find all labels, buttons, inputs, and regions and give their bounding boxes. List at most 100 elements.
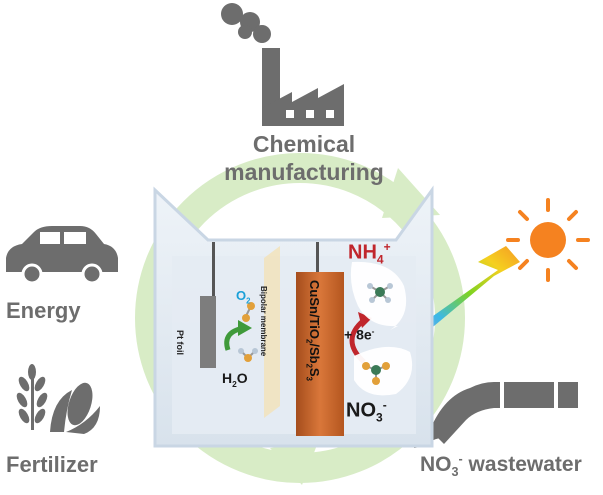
sun-ray — [518, 210, 529, 221]
wheat-grain — [16, 392, 28, 408]
nh4-molecule — [367, 283, 393, 303]
cathode-label: CuSn/TiO2/Sb2S3 — [304, 280, 322, 381]
pipe-ring — [554, 380, 558, 410]
o2-molecule — [242, 302, 255, 322]
pipe-bend — [430, 382, 494, 444]
sun-disc — [530, 222, 566, 258]
nh4-label: NH4+ — [348, 240, 391, 267]
nh4-sub: 4 — [376, 252, 384, 267]
smoke-puff — [238, 25, 252, 39]
oxygen-atom — [372, 377, 380, 385]
cathode-plate — [296, 272, 344, 436]
h2o-label: H2O — [222, 370, 248, 389]
hydrogen-atom — [369, 297, 375, 303]
chimney — [262, 48, 280, 108]
wheat-grain — [18, 408, 30, 424]
h2o-tail: O — [236, 370, 248, 386]
car-window — [64, 232, 86, 244]
h2o-base: H — [222, 370, 233, 386]
hydrogen-atom — [385, 297, 391, 303]
cathode-part-2: /Sb — [307, 343, 322, 364]
electrons-base: + 8e — [344, 326, 372, 343]
anode-wire — [212, 242, 215, 300]
hydrogen-atom — [238, 348, 244, 354]
oxygen-atom — [362, 362, 370, 370]
corn-cob — [67, 382, 93, 426]
factory-icon — [221, 3, 344, 126]
wheat-grain — [28, 364, 36, 380]
hydrogen-atom — [387, 283, 393, 289]
cathode-arrowhead — [358, 312, 372, 328]
wastewater-sup: - — [458, 452, 463, 466]
nitrogen-atom — [375, 287, 385, 297]
oxygen-atom — [247, 302, 255, 310]
nh4-base: NH — [348, 241, 377, 264]
car-window — [40, 232, 60, 244]
anode-arrowhead — [238, 320, 252, 336]
wastewater-suffix: wastewater — [462, 453, 582, 476]
nitrogen-atom — [371, 365, 381, 375]
factory-building — [262, 84, 344, 126]
no3-sub: 3 — [376, 410, 383, 425]
chemical-label-line1: Chemical — [252, 131, 356, 157]
cathode-part-0: CuSn/TiO — [307, 280, 322, 339]
fertilizer-label: Fertilizer — [6, 452, 98, 477]
h2o-sub: 2 — [232, 378, 237, 389]
car-icon — [6, 226, 118, 285]
smoke-puff — [253, 25, 271, 43]
oxygen-atom — [382, 362, 390, 370]
energy-label: Energy — [6, 298, 81, 323]
pipe-segment — [494, 382, 578, 408]
no3-base: NO — [346, 399, 376, 422]
wastewater-label: NO3- wastewater — [420, 452, 582, 479]
car-wheel — [21, 263, 43, 285]
hydrogen-atom — [367, 283, 373, 289]
sun-ray — [567, 259, 578, 270]
wheat-grain — [34, 376, 46, 392]
o2-label: O2 — [236, 288, 250, 306]
car-body — [6, 226, 118, 272]
corn-leaf — [50, 390, 72, 432]
smoke-puff — [221, 3, 243, 25]
oxygen-atom — [242, 314, 250, 322]
chemical-manufacturing-label: Chemical manufacturing — [212, 130, 396, 186]
crop-icon — [16, 364, 100, 434]
electrolysis-cell — [153, 185, 434, 448]
no3-sup: - — [382, 398, 387, 412]
wheat-stem — [31, 372, 34, 430]
cathode-part-4: S — [307, 367, 322, 377]
oxygen-atom — [244, 354, 252, 362]
cathode-wire — [316, 242, 319, 272]
o2-sub: 2 — [246, 296, 251, 306]
hydrogen-atom — [252, 348, 258, 354]
sun-ray — [518, 259, 529, 270]
o2-base: O — [236, 288, 247, 303]
cycle-arrowhead-bottom — [270, 442, 318, 485]
factory-window — [326, 110, 334, 118]
wheat-grain — [36, 392, 48, 408]
no3-molecule — [362, 362, 390, 385]
nh4-sup: + — [383, 240, 391, 254]
wheat-grain — [18, 376, 30, 392]
wheat-grain — [34, 408, 46, 424]
anode-plate — [200, 296, 216, 368]
corn-leaf — [66, 406, 100, 434]
wastewater-prefix: NO — [420, 453, 452, 476]
pipe-ring — [500, 380, 504, 410]
sun-icon — [506, 198, 590, 282]
chemical-label-line2: manufacturing — [224, 159, 384, 185]
factory-window — [286, 110, 294, 118]
no3-label: NO3- — [346, 398, 387, 425]
membrane-label: Bipolar membrane — [259, 286, 268, 357]
cathode-part-5: 3 — [304, 376, 314, 381]
factory-window — [306, 110, 314, 118]
sun-ray — [567, 210, 578, 221]
wastewater-sub: 3 — [451, 465, 459, 480]
electrons-sup: - — [371, 326, 375, 336]
bipolar-membrane — [264, 246, 280, 418]
no3-bubble — [354, 346, 413, 396]
anode-label: Pt foil — [175, 330, 185, 355]
car-wheel — [81, 263, 103, 285]
h2o-molecule — [238, 348, 258, 362]
